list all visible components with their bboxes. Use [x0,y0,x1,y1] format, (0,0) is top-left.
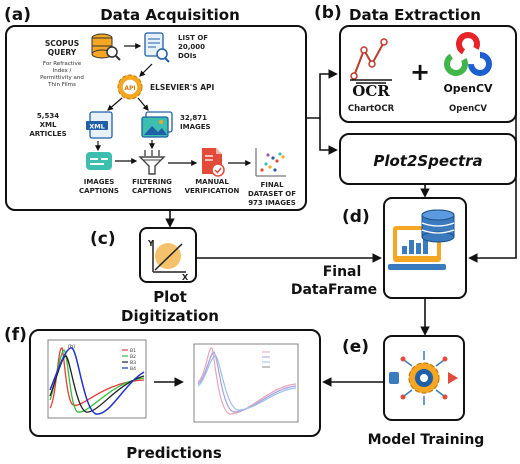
dois-label-2: 20,000 [178,43,205,51]
images-label-2: IMAGES [180,123,211,131]
scopus-label-1: SCOPUS [45,39,79,48]
plot-axes-icon [152,240,186,273]
left-plot-legend-3: B3 [130,360,136,366]
dataframe-label-2: DataFrame [291,282,377,298]
dois-label-1: LIST OF [178,34,208,42]
panel-f-letter: (f) [4,325,27,345]
document-search-icon [144,32,170,63]
manual-label-2: VERIFICATION [185,187,240,195]
manual-verification-icon [202,148,225,177]
chartocr-logo-icon [350,38,392,81]
manual-label-1: MANUAL [195,178,229,186]
xml-label-1: 5,534 [37,112,59,120]
panel-b-title: Data Extraction [349,6,481,24]
dois-label-3: DOIs [178,52,197,60]
scopus-sub-4: Thin Films [47,82,76,88]
scopus-sub-2: Index / [53,68,72,74]
xml-label-3: ARTICLES [29,130,66,138]
predicted-spectrum-plot [193,343,299,423]
model-training-label: Model Training [368,432,485,448]
scatter-dataset-icon [255,148,286,177]
filter-label-2: CAPTIONS [132,187,172,195]
plot2spectra-label: Plot2Spectra [373,152,482,170]
api-icon-text: API [124,85,135,92]
left-plot-panel-label: (b) [68,344,75,350]
computer-database-icon [388,209,455,270]
final-dataset-label-2: DATASET OF [248,190,296,198]
scopus-sub-3: Permittivity and [40,75,84,81]
database-search-icon [91,33,121,61]
digitization-label-1: Plot [153,288,187,306]
scopus-sub-1: For Refractive [43,61,82,67]
panel-a-letter: (a) [4,5,31,25]
digitization-label-2: Digitization [121,307,219,325]
filter-funnel-icon [138,150,166,175]
api-gear-icon [117,74,143,100]
ai-model-gear-icon [389,351,458,405]
captions-label-1: IMAGES [84,178,115,186]
predictions-label: Predictions [126,444,222,462]
left-plot-legend-1: B1 [130,348,136,354]
panel-d-letter: (d) [342,207,370,227]
chartocr-logo-text: OCR [352,82,390,100]
axis-y-letter: Y [147,239,154,248]
arrow-dois-to-api [139,63,153,77]
final-dataset-label-3: 973 IMAGES [248,199,296,207]
filter-label-1: FILTERING [132,178,172,186]
captions-icon [86,152,112,170]
xml-file-icon [86,111,113,139]
xml-label-2: XML [40,121,57,129]
panel-e-letter: (e) [342,337,369,357]
plus-sign: + [410,58,430,86]
axis-x-letter: X [182,273,189,282]
panel-a-title: Data Acquisition [100,6,240,24]
arrow-acquisition-to-tools [306,69,338,119]
captions-label-2: CAPTIONS [79,187,119,195]
xml-icon-text: XML [89,123,105,131]
opencv-name: OpenCV [449,104,487,114]
input-spectrum-plot [47,339,147,419]
left-plot-legend-4: B4 [130,366,136,372]
opencv-logo-text: OpenCV [443,82,493,95]
panel-b-letter: (b) [314,3,342,23]
images-icon [141,111,173,138]
api-label: ELSEVIER'S API [150,83,215,92]
arrow-tools-to-dataframe [468,74,517,263]
images-label-1: 32,871 [180,114,207,122]
arrow-api-to-images [137,97,149,111]
panel-c-letter: (c) [90,229,116,249]
left-plot-legend-2: B2 [130,354,136,360]
scopus-label-2: QUERY [48,48,77,57]
chartocr-name: ChartOCR [348,104,395,114]
arrow-api-to-xml [107,97,123,111]
dataframe-label-1: Final [323,264,362,280]
final-dataset-label-1: FINAL [260,181,284,189]
arrow-acquisition-to-plot2spectra [319,118,338,155]
